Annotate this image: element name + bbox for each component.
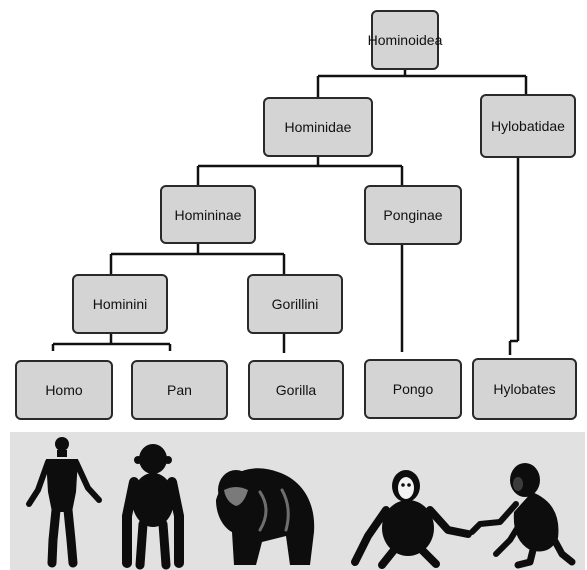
node-hylobates: Hylobates xyxy=(472,358,577,420)
node-homo: Homo xyxy=(15,360,113,420)
gibbon-silhouette-icon xyxy=(469,463,576,569)
chimpanzee-silhouette-icon xyxy=(122,444,184,570)
node-hominoidea: Hominoidea xyxy=(368,10,442,70)
node-hominidae: Hominidae xyxy=(263,97,373,157)
node-homininae: Homininae xyxy=(160,185,256,244)
node-pongo: Pongo xyxy=(364,359,462,419)
node-pan: Pan xyxy=(131,360,228,420)
node-ponginae: Ponginae xyxy=(364,185,462,245)
silhouette-strip xyxy=(10,432,585,570)
node-gorilla: Gorilla xyxy=(248,360,344,420)
node-gorillini: Gorillini xyxy=(247,274,343,334)
node-hominini: Hominini xyxy=(72,274,168,334)
gorilla-silhouette-icon xyxy=(216,468,315,565)
tree-connectors xyxy=(51,70,528,355)
node-hylobatidae: Hylobatidae xyxy=(480,94,576,158)
orangutan-silhouette-icon xyxy=(351,470,472,569)
human-silhouette-icon xyxy=(26,437,102,568)
